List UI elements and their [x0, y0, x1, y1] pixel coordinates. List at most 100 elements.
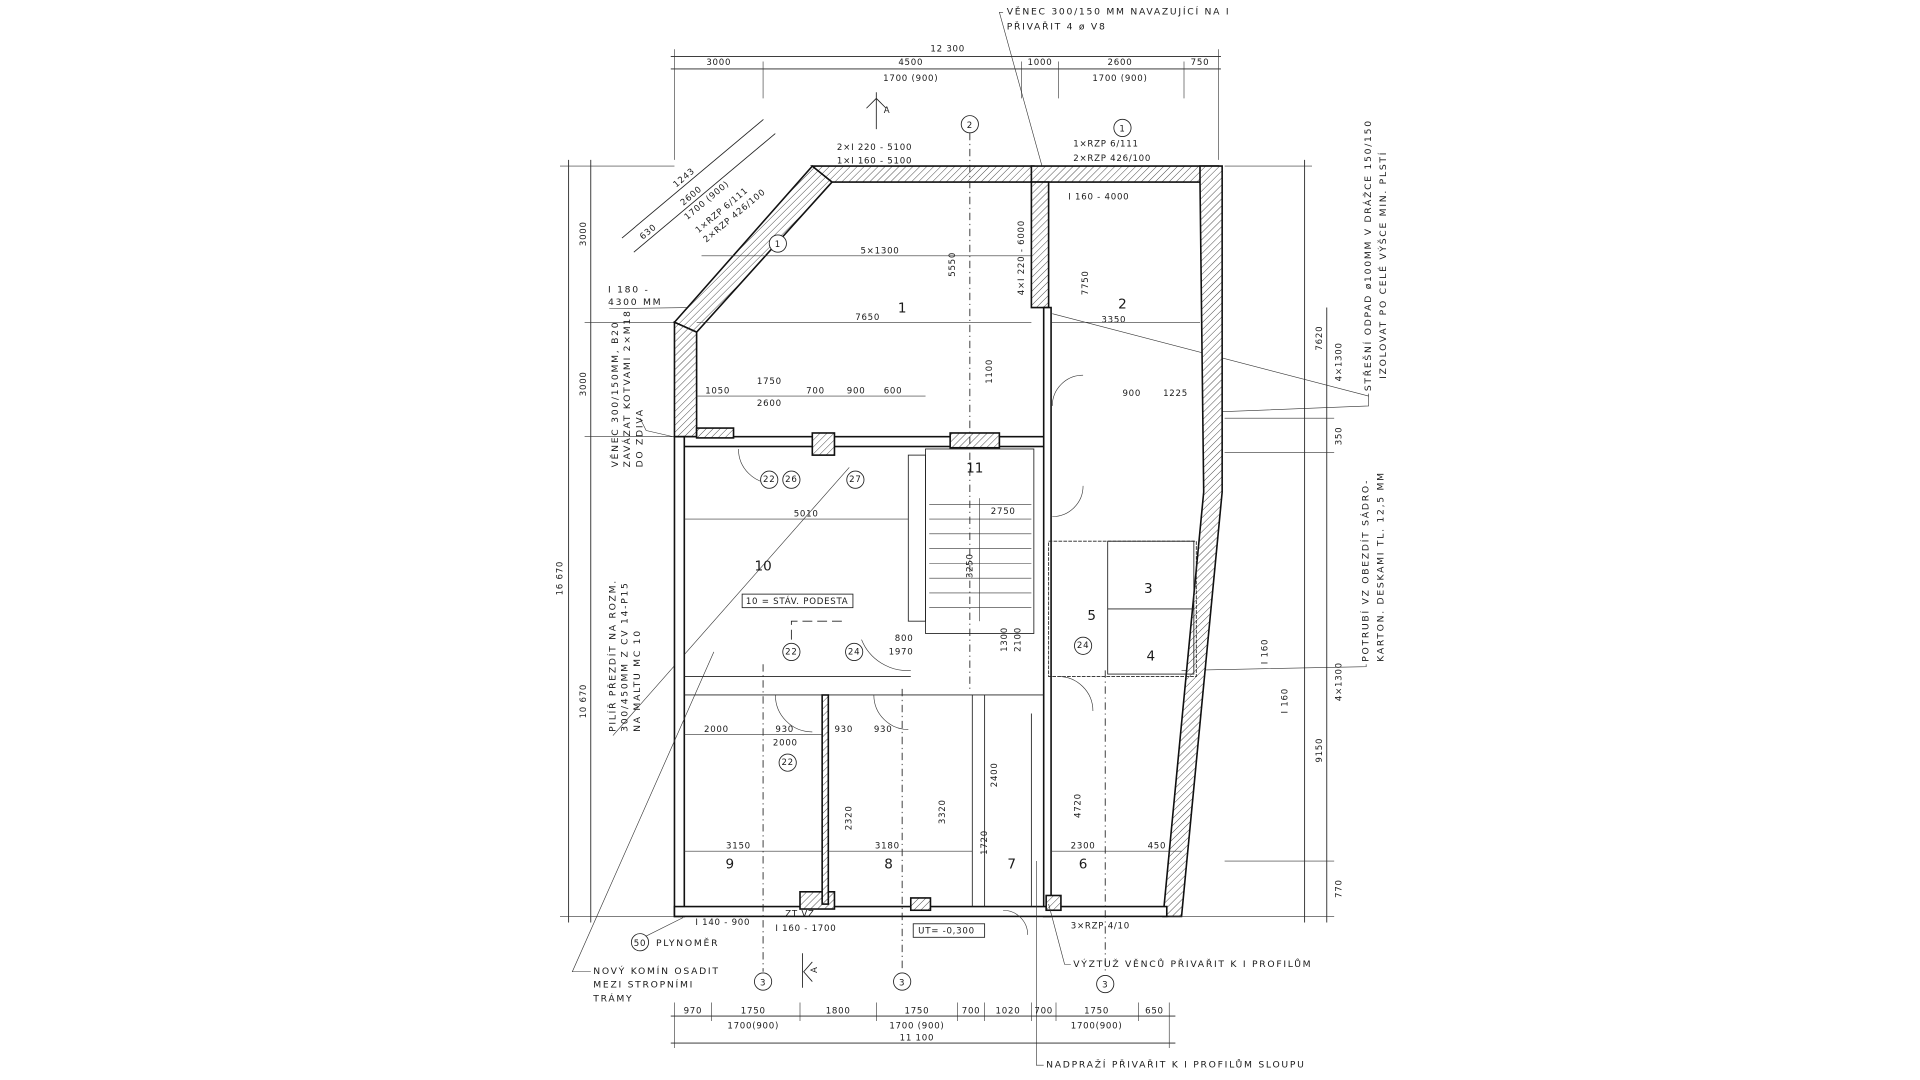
svg-text:2300: 2300 — [1071, 842, 1096, 852]
room-9-label: 9 — [726, 856, 735, 872]
bottom-dimensions: 970 1750 1800 1750 700 1020 700 1750 650… — [670, 1002, 1176, 1049]
svg-text:350: 350 — [1335, 427, 1345, 446]
svg-text:5×1300: 5×1300 — [860, 246, 899, 256]
svg-text:3×RZP 4/10: 3×RZP 4/10 — [1071, 922, 1130, 932]
svg-text:5010: 5010 — [794, 510, 819, 520]
svg-text:2×RZP 426/100: 2×RZP 426/100 — [1073, 154, 1151, 164]
section-marker-top: A — [866, 92, 891, 130]
room-5-label: 5 — [1087, 608, 1096, 624]
svg-text:1×RZP 6/111: 1×RZP 6/111 — [1073, 139, 1138, 149]
svg-text:3000: 3000 — [579, 221, 589, 246]
svg-text:22: 22 — [781, 758, 793, 768]
svg-text:1750: 1750 — [904, 1007, 929, 1017]
svg-text:I 160 - 1700: I 160 - 1700 — [775, 924, 836, 934]
svg-text:770: 770 — [1335, 879, 1345, 898]
svg-text:2×I 220 - 5100: 2×I 220 - 5100 — [837, 143, 912, 153]
dim-top-1: 3000 — [706, 58, 731, 68]
svg-text:7620: 7620 — [1315, 326, 1325, 351]
dim-top-3: 1000 — [1028, 58, 1053, 68]
svg-text:22: 22 — [763, 475, 775, 485]
svg-text:1×I 160 - 5100: 1×I 160 - 5100 — [837, 157, 912, 167]
svg-text:3320: 3320 — [938, 799, 948, 824]
room-7-label: 7 — [1007, 856, 1016, 872]
bottom-notes: I 140 - 900 ZT VZ I 160 - 1700 UT= -0,30… — [571, 651, 1312, 1071]
svg-text:3350: 3350 — [1101, 315, 1126, 325]
svg-text:ZAVÁZAT KOTVAMI 2×M18: ZAVÁZAT KOTVAMI 2×M18 — [621, 309, 633, 467]
svg-text:1050: 1050 — [705, 387, 730, 397]
svg-text:I 180 -: I 180 - — [608, 285, 650, 296]
svg-text:3180: 3180 — [875, 842, 900, 852]
svg-text:930: 930 — [834, 725, 853, 735]
svg-text:300/450MM Z CV 14-P15: 300/450MM Z CV 14-P15 — [620, 581, 631, 732]
svg-text:5550: 5550 — [948, 252, 958, 277]
svg-text:VĚNEC 300/150 MM NAVAZUJÍCÍ NA: VĚNEC 300/150 MM NAVAZUJÍCÍ NA I — [1007, 6, 1231, 18]
svg-text:IZOLOVAT PO CELÉ VÝŠCE MIN. PL: IZOLOVAT PO CELÉ VÝŠCE MIN. PLSTÍ — [1377, 151, 1389, 379]
svg-text:ZT VZ: ZT VZ — [785, 909, 814, 919]
dim-top-2: 4500 — [898, 58, 923, 68]
svg-text:4720: 4720 — [1074, 793, 1084, 818]
dim-total-left: 16 670 — [555, 561, 565, 596]
room-6-label: 6 — [1079, 856, 1088, 872]
svg-text:I 160: I 160 — [1261, 639, 1271, 664]
svg-text:1700 (900): 1700 (900) — [889, 1021, 944, 1031]
svg-text:1225: 1225 — [1163, 389, 1188, 399]
svg-text:1720: 1720 — [980, 830, 990, 855]
svg-text:3000: 3000 — [579, 371, 589, 396]
svg-text:1700(900): 1700(900) — [727, 1021, 779, 1031]
axis-1-label: 1 — [1119, 125, 1125, 135]
svg-text:7650: 7650 — [855, 313, 880, 323]
axis-markers: 2 1 1 3 3 3 — [754, 115, 1132, 994]
svg-text:NA MALTU MC 10: NA MALTU MC 10 — [632, 629, 643, 732]
svg-text:STŘEŠNÍ ODPAD ø100MM V DRÁŽCE: STŘEŠNÍ ODPAD ø100MM V DRÁŽCE 150/150 — [1362, 119, 1374, 391]
dim-top-4: 2600 — [1108, 58, 1133, 68]
svg-text:I 140 - 900: I 140 - 900 — [695, 918, 750, 928]
room-labels: 1 2 3 4 5 6 7 8 9 10 11 — [726, 297, 1156, 873]
svg-text:2750: 2750 — [991, 507, 1016, 517]
svg-text:3250: 3250 — [965, 553, 975, 578]
svg-text:PLYNOMĚR: PLYNOMĚR — [656, 937, 719, 949]
svg-text:700: 700 — [1034, 1007, 1053, 1017]
svg-text:1750: 1750 — [757, 377, 782, 387]
dim-top-5: 750 — [1191, 58, 1210, 68]
svg-text:930: 930 — [874, 725, 893, 735]
svg-text:9150: 9150 — [1315, 738, 1325, 763]
svg-text:NOVÝ KOMÍN OSADIT: NOVÝ KOMÍN OSADIT — [593, 965, 720, 977]
svg-text:24: 24 — [1077, 641, 1089, 651]
svg-text:4300 MM: 4300 MM — [608, 297, 662, 308]
svg-text:NADPRAŽÍ PŘIVAŘIT K I PROFILŮM: NADPRAŽÍ PŘIVAŘIT K I PROFILŮM SLOUPU — [1046, 1059, 1306, 1071]
svg-text:24: 24 — [848, 647, 860, 657]
room-1-label: 1 — [898, 300, 907, 316]
note-venec-top: VĚNEC 300/150 MM NAVAZUJÍCÍ NA I PŘIVAŘI… — [998, 6, 1231, 173]
room-3-label: 3 — [1144, 581, 1153, 597]
svg-text:4×1300: 4×1300 — [1335, 662, 1345, 701]
section-marker-bottom: A — [802, 953, 820, 988]
svg-text:VÝZTUŽ VĚNCŮ PŘIVAŘIT K I PROF: VÝZTUŽ VĚNCŮ PŘIVAŘIT K I PROFILŮM — [1073, 958, 1312, 970]
room-2-label: 2 — [1118, 297, 1127, 313]
svg-text:TRÁMY: TRÁMY — [592, 992, 633, 1004]
svg-text:1700(900): 1700(900) — [1071, 1021, 1123, 1031]
svg-text:1020: 1020 — [996, 1007, 1021, 1017]
svg-text:1: 1 — [775, 240, 781, 250]
svg-text:22: 22 — [785, 647, 797, 657]
svg-text:POTRUBÍ VZ OBEZDÍT SÁDRO-: POTRUBÍ VZ OBEZDÍT SÁDRO- — [1360, 479, 1372, 662]
room-4-label: 4 — [1146, 649, 1155, 665]
svg-text:A: A — [884, 106, 891, 116]
top-dimensions: 12 300 3000 4500 1000 2600 750 1700 (900… — [670, 45, 1221, 160]
left-dimensions: 16 670 3000 3000 10 670 — [555, 159, 675, 923]
svg-text:970: 970 — [684, 1007, 703, 1017]
svg-text:2600: 2600 — [757, 399, 782, 409]
svg-text:10 = STÁV. PODESTA: 10 = STÁV. PODESTA — [746, 595, 849, 607]
room-10-label: 10 — [754, 559, 771, 575]
svg-text:700: 700 — [962, 1007, 981, 1017]
svg-text:900: 900 — [847, 387, 866, 397]
svg-text:MEZI STROPNÍMI: MEZI STROPNÍMI — [593, 979, 694, 991]
svg-text:3: 3 — [760, 978, 766, 988]
svg-text:1800: 1800 — [826, 1007, 851, 1017]
svg-text:2320: 2320 — [845, 805, 855, 830]
svg-text:DO ZDIVA: DO ZDIVA — [634, 408, 645, 467]
svg-text:2100: 2100 — [1013, 627, 1023, 652]
svg-text:7750: 7750 — [1081, 270, 1091, 295]
svg-text:27: 27 — [849, 475, 861, 485]
svg-text:50: 50 — [634, 939, 646, 949]
